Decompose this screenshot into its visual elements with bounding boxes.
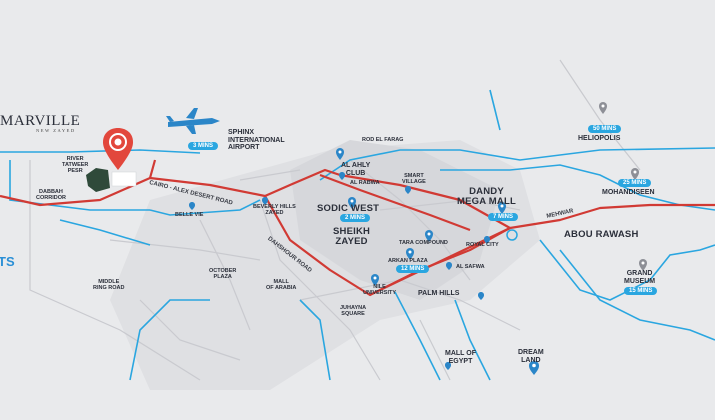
badge-sphinx-time: 3 MINS bbox=[188, 142, 219, 150]
label-belle-vie: BELLE VIE bbox=[175, 212, 204, 218]
label-beverly-hills: BEVERLY HILLS ZAYED bbox=[253, 204, 296, 217]
label-sodic-west: SODIC WEST bbox=[317, 203, 380, 214]
badge-mohandiseen-time: 25 MINS bbox=[618, 179, 652, 187]
label-palm-hills: PALM HILLS bbox=[418, 290, 460, 297]
label-abou-rawash: ABOU RAWASH bbox=[564, 229, 639, 240]
airplane-icon bbox=[166, 108, 220, 134]
label-al-ahly-club: AL AHLY CLUB bbox=[341, 162, 371, 177]
label-mall-of-egypt: MALL OF EGYPT bbox=[445, 350, 476, 365]
edge-partial-text: TS bbox=[0, 254, 15, 269]
interchange-marker bbox=[506, 229, 518, 241]
badge-heliopolis-time: 50 MINS bbox=[588, 125, 622, 133]
label-juhayna-square: JUHAYNA SQUARE bbox=[340, 305, 367, 318]
project-site-plot bbox=[111, 171, 137, 187]
badge-grand-museum-time: 15 MINS bbox=[624, 287, 658, 295]
pin-nile-university bbox=[371, 274, 379, 286]
pin-dandy bbox=[498, 202, 506, 214]
major-roads-blue bbox=[0, 89, 715, 381]
label-al-safwa: AL SAFWA bbox=[456, 264, 485, 270]
pin-dream-land bbox=[529, 361, 539, 375]
location-pins bbox=[189, 102, 647, 375]
badge-arkan-time: 12 MINS bbox=[396, 265, 430, 273]
pin-sodic-west bbox=[348, 197, 356, 209]
label-dandy-mega-mall: DANDY MEGA MALL bbox=[457, 186, 516, 208]
label-heliopolis: HELIOPOLIS bbox=[578, 135, 621, 142]
label-dabbah-corridor: DABBAH CORRIDOR bbox=[36, 189, 66, 202]
label-tara-compound: TARA COMPOUND bbox=[399, 240, 448, 246]
label-al-rabwa: AL RABWA bbox=[350, 180, 380, 186]
label-royal-city: ROYAL CITY bbox=[466, 242, 499, 248]
label-arkan-plaza: ARKAN PLAZA bbox=[388, 258, 428, 264]
label-river-tahweer: RIVER TATWEER PESR bbox=[62, 156, 89, 175]
label-october-plaza: OCTOBER PLAZA bbox=[209, 268, 237, 281]
pin-arkan bbox=[406, 248, 414, 260]
pin-mall-of-egypt bbox=[445, 362, 451, 370]
label-mall-of-arabia: MALL OF ARABIA bbox=[266, 279, 297, 292]
route-red bbox=[0, 159, 715, 297]
label-middle-ring-road: MIDDLE RING ROAD bbox=[93, 279, 125, 292]
project-site-area bbox=[86, 168, 110, 192]
badge-sodic-west-time: 2 MINS bbox=[340, 214, 371, 222]
pin-al-safwa bbox=[446, 262, 452, 270]
badge-dandy-time: 7 MINS bbox=[488, 213, 519, 221]
label-sheikh-zayed: SHEIKH ZAYED bbox=[333, 226, 371, 248]
label-smart-village: SMART VILLAGE bbox=[402, 173, 426, 186]
pin-smart-village bbox=[405, 186, 411, 194]
pin-grey-grand-museum bbox=[639, 259, 647, 271]
pin-belle-vie bbox=[189, 202, 195, 210]
minor-roads bbox=[29, 59, 641, 381]
label-mohandiseen: MOHANDISEEN bbox=[602, 189, 655, 196]
label-sphinx-airport: SPHINX INTERNATIONAL AIRPORT bbox=[228, 129, 285, 152]
pin-al-ahly bbox=[336, 148, 344, 160]
label-grand-museum: GRAND MUSEUM bbox=[624, 270, 656, 285]
pin-royal-city bbox=[484, 236, 490, 244]
pin-grey-heliopolis bbox=[599, 102, 607, 114]
label-nile-university: NILE UNIVERSITY bbox=[363, 284, 397, 297]
pin-tara bbox=[425, 230, 433, 242]
marville-location-pin[interactable] bbox=[103, 128, 133, 170]
pin-al-rabwa bbox=[339, 172, 345, 180]
brand-name: MARVILLE bbox=[0, 113, 81, 129]
label-rod-el-farag: ROD EL FARAG bbox=[362, 137, 404, 143]
brand-subtitle: NEW ZAYED bbox=[36, 128, 76, 133]
label-dream-land: DREAM LAND bbox=[518, 349, 544, 364]
pin-palm-hills bbox=[478, 292, 484, 300]
pin-beverly bbox=[262, 197, 268, 205]
pin-grey-mohandiseen bbox=[631, 168, 639, 180]
